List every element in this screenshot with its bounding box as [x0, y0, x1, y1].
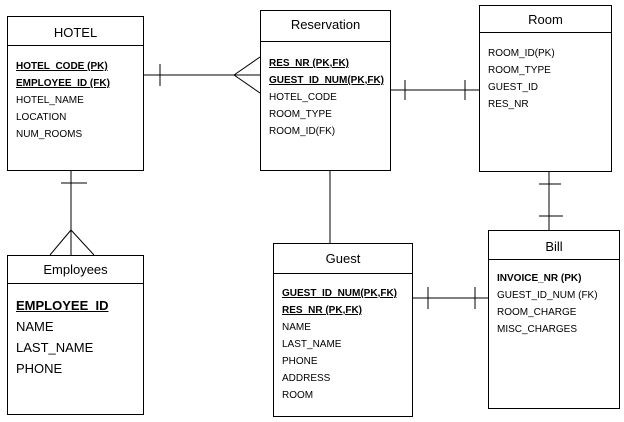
attribute: ROOM: [282, 390, 314, 401]
many-marker: [70, 229, 95, 256]
entity-title: Bill: [489, 231, 619, 260]
attribute: NAME: [282, 322, 311, 333]
entity-reservation[interactable]: Reservation RES_NR (PK,FK) GUEST_ID_NUM(…: [260, 10, 391, 171]
attribute-key: GUEST_ID_NUM(PK,FK): [269, 75, 385, 86]
entity-guest[interactable]: Guest GUEST_ID_NUM(PK,FK) RES_NR (PK,FK)…: [273, 243, 413, 417]
entity-title: Reservation: [261, 11, 390, 42]
entity-employees[interactable]: Employees EMPLOYEE_ID NAME LAST_NAME PHO…: [7, 255, 144, 415]
attribute: LOCATION: [16, 112, 67, 123]
attribute: ROOM_ID(PK): [488, 48, 555, 59]
entity-title: Guest: [274, 244, 412, 274]
attribute-key: EMPLOYEE_ID: [16, 298, 109, 313]
attribute: PHONE: [16, 361, 63, 376]
attribute: ROOM_TYPE: [488, 65, 551, 76]
many-marker: [233, 74, 261, 94]
attribute-key: EMPLOYEE_ID (FK): [16, 78, 110, 89]
attribute: LAST_NAME: [16, 340, 94, 355]
attribute: ROOM_TYPE: [269, 109, 332, 120]
attribute: NUM_ROOMS: [16, 129, 83, 140]
many-marker: [49, 229, 72, 256]
attribute: PHONE: [282, 356, 318, 367]
entity-title: Room: [480, 6, 611, 33]
entity-room[interactable]: Room ROOM_ID(PK) ROOM_TYPE GUEST_ID RES_…: [479, 5, 612, 172]
attribute: NAME: [16, 319, 54, 334]
entity-bill[interactable]: Bill INVOICE_NR (PK) GUEST_ID_NUM (FK) R…: [488, 230, 620, 409]
many-marker: [233, 56, 261, 76]
attribute: RES_NR: [488, 99, 529, 110]
attribute: MISC_CHARGES: [497, 324, 578, 335]
entity-title: HOTEL: [8, 17, 143, 46]
attribute: ADDRESS: [282, 373, 331, 384]
entity-hotel[interactable]: HOTEL HOTEL_CODE (PK) EMPLOYEE_ID (FK) H…: [7, 16, 144, 171]
entity-title: Employees: [8, 256, 143, 284]
attribute: ROOM_CHARGE: [497, 307, 577, 318]
attribute-key: INVOICE_NR (PK): [497, 273, 582, 284]
attribute-key: GUEST_ID_NUM(PK,FK): [282, 288, 398, 299]
attribute: LAST_NAME: [282, 339, 342, 350]
attribute-key: RES_NR (PK,FK): [282, 305, 363, 316]
attribute: GUEST_ID_NUM (FK): [497, 290, 598, 301]
attribute: ROOM_ID(FK): [269, 126, 336, 137]
attribute: HOTEL_CODE: [269, 92, 337, 103]
attribute-key: RES_NR (PK,FK): [269, 58, 350, 69]
attribute: GUEST_ID: [488, 82, 539, 93]
attribute: HOTEL_NAME: [16, 95, 84, 106]
attribute-key: HOTEL_CODE (PK): [16, 61, 108, 72]
